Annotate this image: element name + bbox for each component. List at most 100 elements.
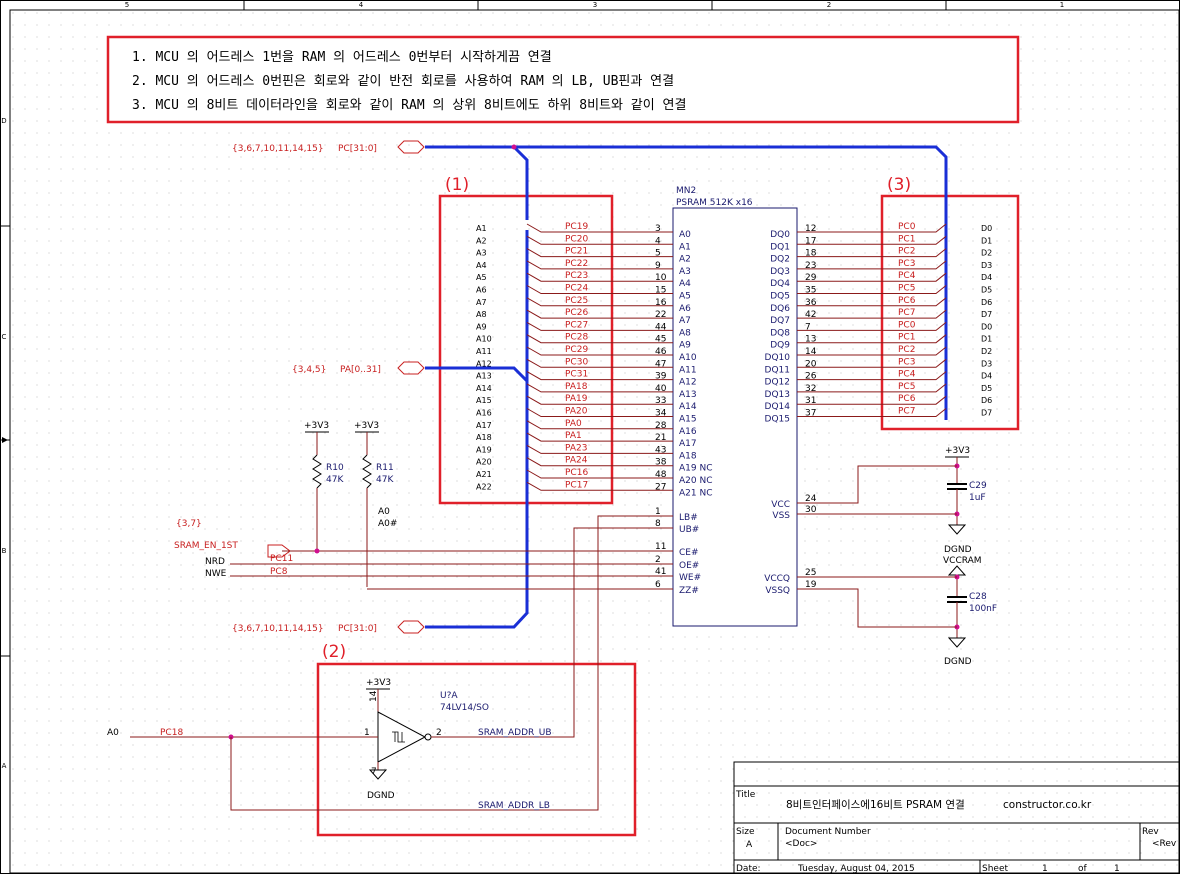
data-bus-label: D2 bbox=[981, 347, 992, 356]
data-wire bbox=[797, 235, 947, 245]
address-bus-label: A22 bbox=[476, 482, 492, 491]
chip-pin-number: 42 bbox=[805, 310, 816, 320]
chip-pin-name: VCC bbox=[771, 500, 790, 510]
data-wire bbox=[797, 358, 947, 368]
chip-pin-number: 45 bbox=[655, 335, 666, 345]
chip-pin-number: 44 bbox=[655, 322, 667, 332]
bus-lines bbox=[425, 145, 948, 629]
tb-rev: <Rev bbox=[1152, 839, 1177, 849]
chip-pin-name: DQ8 bbox=[770, 328, 790, 338]
address-wire bbox=[526, 346, 673, 356]
chip-pin-name: DQ3 bbox=[770, 267, 790, 277]
address-wire bbox=[526, 358, 673, 368]
chip-ref: MN2 bbox=[676, 186, 696, 196]
chip-pin-name: A6 bbox=[679, 304, 691, 314]
port-pc-top-refs: {3,6,7,10,11,14,15} bbox=[232, 144, 324, 154]
c29-gnd: DGND bbox=[944, 545, 972, 555]
address-net-label: PC21 bbox=[565, 247, 588, 257]
address-bus-label: A15 bbox=[476, 396, 492, 405]
address-net-label: PC17 bbox=[565, 480, 588, 490]
net-oe-label: NRD bbox=[205, 557, 225, 567]
data-net-label: PC5 bbox=[898, 382, 915, 392]
col-label: 1 bbox=[1060, 1, 1064, 9]
chip-pin-name: LB# bbox=[679, 513, 698, 523]
data-bus-label: D1 bbox=[981, 335, 992, 344]
chip-pin-number: 35 bbox=[805, 286, 816, 296]
chip-pin-number: 5 bbox=[655, 249, 661, 259]
inverter-bubble bbox=[424, 733, 432, 741]
chip-pin-number: 21 bbox=[655, 433, 666, 443]
address-bus-label: A9 bbox=[476, 322, 487, 331]
data-wire bbox=[797, 272, 947, 282]
data-bus-label: D0 bbox=[981, 224, 992, 233]
callout-box-3 bbox=[880, 194, 1020, 431]
chip-pin-number: 33 bbox=[655, 396, 666, 406]
inverter-section: +3V3 14 7 DGND U?A 74LV14/SO 1 2 A0 PC18… bbox=[107, 515, 673, 811]
chip-pin-number: 15 bbox=[655, 286, 666, 296]
chip-pin-name: DQ4 bbox=[770, 279, 790, 289]
chip-pin-name: A3 bbox=[679, 267, 691, 277]
address-wire bbox=[526, 297, 673, 307]
data-bus-label: D4 bbox=[981, 372, 992, 381]
chip-pin-number: 2 bbox=[655, 555, 661, 565]
address-net-label: PC27 bbox=[565, 320, 588, 330]
chip-pin-name: DQ15 bbox=[765, 415, 790, 425]
chip-pin-name: DQ5 bbox=[770, 292, 790, 302]
data-wire bbox=[797, 322, 947, 331]
chip-pin-name: A18 bbox=[679, 451, 697, 461]
tb-of: 1 bbox=[1114, 864, 1120, 874]
col-label: 4 bbox=[359, 1, 364, 9]
data-wire bbox=[797, 297, 947, 307]
c29-ref: C29 bbox=[969, 481, 987, 491]
port-pc-top-name: PC[31:0] bbox=[338, 144, 377, 154]
data-wire bbox=[797, 260, 947, 270]
title-block-text: Title 8비트인터페이스에16비트 PSRAM 연결 constructor… bbox=[735, 790, 1177, 874]
address-bus-label: A7 bbox=[476, 298, 487, 307]
callout-box-2 bbox=[316, 662, 637, 837]
address-bus-label: A2 bbox=[476, 236, 487, 245]
notes: 1. MCU 의 어드레스 1번을 RAM 의 어드레스 0번부터 시작하게끔 … bbox=[132, 50, 686, 113]
chip-pin-number: 43 bbox=[655, 445, 666, 455]
c29-supply: +3V3 bbox=[945, 446, 970, 456]
row-label: B bbox=[2, 547, 7, 555]
chip-pin-number: 32 bbox=[805, 384, 816, 394]
chip-pin-name: A4 bbox=[679, 279, 691, 289]
chip-pin-name: DQ7 bbox=[770, 316, 790, 326]
data-wire bbox=[797, 248, 947, 258]
col-label: 3 bbox=[593, 1, 597, 9]
power-vccq-section: VCCRAM C28 100nF DGND bbox=[797, 556, 997, 667]
address-bus-label: A14 bbox=[476, 384, 492, 393]
chip-pin-name: A15 bbox=[679, 415, 697, 425]
title-block bbox=[733, 761, 1180, 874]
address-net-label: PA1 bbox=[565, 431, 582, 441]
row-label: D bbox=[1, 117, 6, 125]
address-wire bbox=[526, 321, 673, 331]
chip-pin-name: A12 bbox=[679, 378, 697, 388]
address-bus-label: A18 bbox=[476, 433, 492, 442]
chip-pin-number: 3 bbox=[655, 224, 661, 234]
callout-label-1: (1) bbox=[445, 175, 469, 195]
data-bus-label: D0 bbox=[981, 322, 992, 331]
data-net-label: PC7 bbox=[898, 407, 915, 417]
chip-pin-number: 41 bbox=[655, 567, 666, 577]
chip-pin-name: A21 NC bbox=[679, 488, 713, 498]
chip-pin-name: DQ9 bbox=[770, 341, 790, 351]
chip-pin-number: 48 bbox=[655, 470, 667, 480]
address-wire bbox=[526, 395, 673, 405]
address-net-label: PC28 bbox=[565, 333, 588, 343]
col-label: 5 bbox=[125, 1, 129, 9]
side-label-a0n: A0# bbox=[378, 519, 397, 529]
inv-ref: U?A bbox=[440, 691, 458, 701]
address-wire bbox=[526, 235, 673, 245]
resistor-r10: +3V3 R10 47K bbox=[304, 421, 344, 554]
data-wire bbox=[797, 223, 947, 233]
chip-pin-number: 26 bbox=[805, 372, 817, 382]
note-2: 2. MCU 의 어드레스 0번핀은 회로와 같이 반전 회로를 사용하여 RA… bbox=[132, 74, 674, 89]
inv-gnd-pin: 7 bbox=[371, 767, 377, 777]
chip-pin-name: DQ11 bbox=[765, 365, 790, 375]
tb-sheet-label: Sheet bbox=[982, 864, 1008, 874]
inv-supply: +3V3 bbox=[366, 678, 391, 688]
chip-pin-number: 12 bbox=[805, 224, 816, 234]
